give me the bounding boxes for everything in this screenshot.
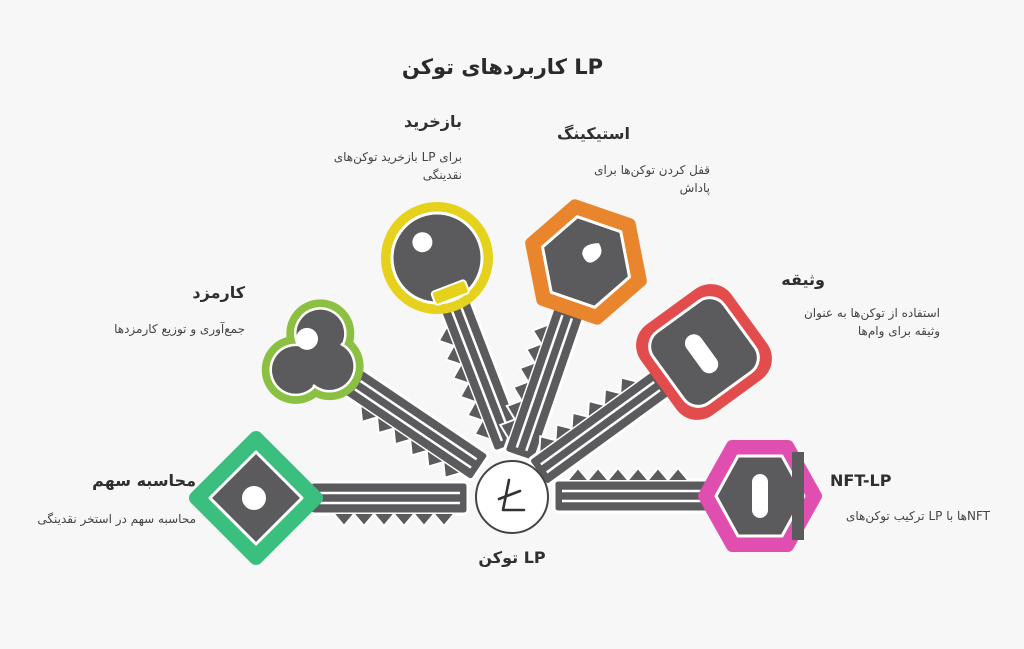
key-share	[189, 431, 470, 565]
desc-fee: جمع‌آوری و توزیع کارمزدها	[114, 322, 245, 336]
desc-nft: NFTها با LP ترکیب توکن‌های	[845, 509, 990, 523]
key-buyback	[381, 202, 526, 459]
key-fee	[261, 299, 491, 493]
label-nft: NFT-LP	[830, 471, 892, 490]
label-staking: استیکینگ	[556, 124, 630, 143]
key-staking	[490, 199, 647, 464]
label-share: محاسبه سهم	[92, 471, 196, 490]
center-coin	[475, 460, 549, 534]
litecoin-icon	[497, 478, 526, 512]
desc-collateral: استفاده از توکن‌ها به عنوان وثیقه برای و…	[803, 306, 940, 338]
key-nft	[552, 440, 822, 552]
desc-staking: قفل کردن توکن‌ها برای پاداش	[594, 163, 710, 195]
label-buyback: بازخرید	[404, 112, 462, 131]
label-collateral: وثیقه	[781, 270, 825, 289]
label-fee: کارمزد	[192, 283, 245, 302]
center-label: LP توکن	[478, 548, 546, 567]
desc-share: محاسبه سهم در استخر نقدینگی	[37, 512, 196, 526]
page-title: LP کاربردهای توکن	[401, 55, 603, 79]
key-collateral	[519, 284, 772, 488]
desc-buyback: برای LP بازخرید توکن‌های نقدینگی	[333, 150, 462, 182]
